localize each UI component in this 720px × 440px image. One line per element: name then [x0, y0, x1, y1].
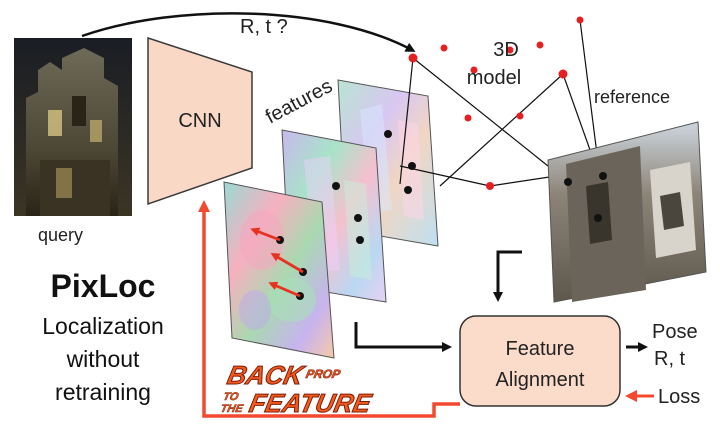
gradient-arrows [250, 227, 304, 298]
pose-query-arrow [81, 12, 416, 52]
backprop-arrow [198, 200, 460, 418]
feature-map-front [223, 181, 335, 359]
query-image [14, 38, 132, 216]
alignment-label-line2: Alignment [496, 369, 585, 391]
title: PixLoc [51, 268, 156, 304]
model-points [408, 16, 584, 190]
reference-to-alignment-arrow [493, 250, 522, 302]
svg-text:PROP: PROP [305, 367, 343, 381]
pose-rt-label: R, t [654, 348, 686, 370]
svg-text:THE: THE [219, 403, 244, 415]
cnn-block [147, 36, 253, 206]
features-to-alignment-arrow [354, 322, 452, 352]
svg-text:TO: TO [222, 391, 240, 403]
feature-alignment-box [459, 315, 621, 407]
cnn-label: CNN [178, 110, 221, 132]
backprop-logo: BACK PROP TO THE FEATURE [219, 360, 376, 419]
subtitle-line2: without [66, 346, 140, 372]
pose-question-label: R, t ? [240, 16, 288, 38]
model-label-model: model [467, 67, 521, 89]
features-label: features [262, 75, 336, 128]
reference-image [547, 121, 707, 303]
loss-label: Loss [658, 386, 700, 408]
svg-text:FEATURE: FEATURE [247, 388, 376, 418]
query-label: query [38, 225, 83, 245]
reference-label: reference [594, 87, 670, 107]
subtitle-line1: Localization [42, 313, 163, 339]
alignment-label-line1: Feature [506, 338, 575, 360]
svg-text:BACK: BACK [225, 360, 308, 390]
subtitle-line3: retraining [55, 379, 151, 405]
pose-label: Pose [652, 321, 698, 343]
model-label-3d: 3D [493, 39, 519, 61]
